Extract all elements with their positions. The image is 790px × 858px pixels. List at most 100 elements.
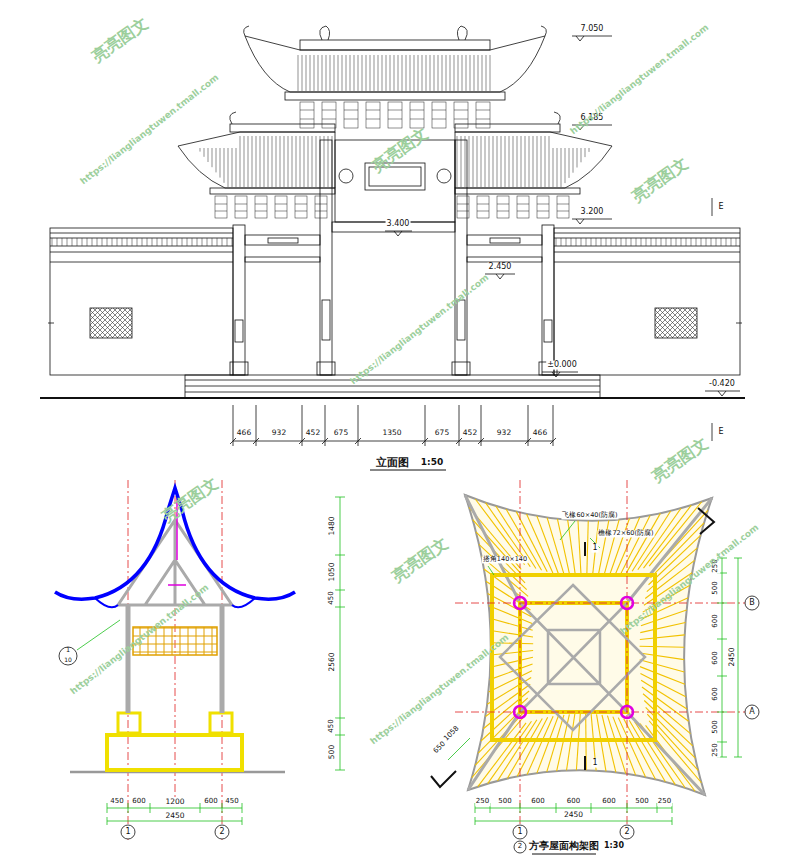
drawing-line — [589, 148, 590, 152]
drawing-line — [606, 238, 607, 246]
drawing-line — [275, 211, 287, 212]
drawing-line — [626, 238, 627, 246]
drawing-line — [490, 618, 533, 630]
watermark: https://liangliangtuwen.tmall.com — [569, 23, 711, 137]
dimension-text: 2450 — [728, 646, 736, 667]
drawing-line — [426, 55, 427, 91]
dimension-text: E — [717, 428, 724, 437]
drawing-line — [561, 148, 562, 187]
drawing-line — [640, 635, 685, 640]
drawing-line — [602, 715, 616, 772]
drawing-line — [235, 204, 247, 205]
dimension-text: 2450 — [164, 812, 185, 820]
drawing-line — [177, 238, 178, 246]
drawing-line — [222, 238, 223, 246]
drawing-line — [671, 238, 672, 246]
dimension-text: 2.450 — [488, 263, 513, 272]
drawing-line — [641, 238, 642, 246]
drawing-line — [232, 148, 233, 187]
drawing-line — [382, 55, 383, 91]
drawing-title: 1:30 — [604, 842, 624, 851]
drawing-line — [666, 238, 667, 246]
drawing-line — [457, 204, 469, 205]
drawing-line — [640, 673, 685, 696]
drawing-line — [527, 716, 553, 774]
dimension-text: 600 — [131, 798, 146, 806]
drawing-line — [77, 238, 78, 246]
gate-elevation — [40, 26, 745, 470]
drawing-line — [216, 148, 217, 172]
drawing-line — [295, 211, 307, 212]
drawing-line — [498, 720, 537, 781]
drawing-line — [577, 148, 578, 168]
dimension-text: 600 — [203, 798, 218, 806]
drawing-line — [344, 110, 358, 111]
bracket-set — [366, 102, 380, 128]
dimension-text: 600 — [601, 798, 616, 806]
dimension-text: 600 — [712, 686, 720, 701]
bracket-set — [537, 196, 549, 218]
axis-label: 1 — [66, 647, 70, 654]
drawing-line — [513, 136, 514, 187]
drawing-line — [566, 238, 567, 246]
dimension-text: 檐椽72×60(防腐) — [597, 530, 654, 537]
drawing-line — [398, 55, 399, 91]
drawing-line — [272, 136, 273, 187]
axis-label: A — [749, 708, 754, 717]
drawing-line — [571, 238, 572, 246]
drawing-line — [122, 238, 123, 246]
drawing-line — [102, 238, 103, 246]
drawing-line — [142, 238, 143, 246]
drawing-line — [418, 55, 419, 91]
dimension-text: 675 — [434, 429, 450, 437]
drawing-line — [107, 238, 108, 246]
drawing-title: 方亭屋面构架图 — [529, 841, 599, 851]
drawing-line — [565, 148, 566, 183]
drawing-line — [330, 55, 331, 91]
drawing-line — [312, 136, 313, 187]
drawing-line — [681, 238, 682, 246]
dimension-text: 450 — [328, 718, 336, 733]
drawing-line — [430, 55, 431, 91]
drawing-line — [462, 55, 463, 91]
drawing-line — [529, 136, 530, 187]
drawing-line — [501, 136, 502, 187]
drawing-line — [533, 136, 534, 187]
dimension-text: 500 — [328, 744, 336, 760]
drawing-line — [604, 520, 619, 576]
drawing-line — [324, 136, 325, 187]
drawing-line — [573, 148, 574, 173]
drawing-line — [598, 520, 609, 576]
drawing-line — [505, 136, 506, 187]
drawing-line — [581, 148, 582, 162]
drawing-line — [300, 110, 314, 111]
drawing-line — [517, 204, 529, 205]
drawing-line — [207, 238, 208, 246]
drawing-line — [217, 238, 218, 246]
dimension-text: 1350 — [381, 429, 402, 437]
axis-label: 2 — [624, 828, 629, 837]
drawing-line — [304, 136, 305, 187]
dimension-text: 452 — [462, 429, 478, 437]
drawing-line — [596, 238, 597, 246]
drawing-line — [591, 238, 592, 246]
bracket-set — [497, 196, 509, 218]
drawing-line — [157, 238, 158, 246]
drawing-line — [686, 238, 687, 246]
axis-label: 2 — [219, 828, 224, 837]
dimension-text: 1050 — [328, 561, 336, 582]
drawing-line — [72, 238, 73, 246]
dimension-text: 飞椽60×40(防腐) — [561, 512, 618, 519]
drawing-line — [509, 136, 510, 187]
drawing-line — [394, 55, 395, 91]
drawing-line — [474, 55, 475, 91]
drawing-line — [318, 55, 319, 91]
drawing-line — [147, 238, 148, 246]
drawing-line — [470, 55, 471, 91]
dimension-text: 600 — [712, 650, 720, 665]
drawing-line — [192, 238, 193, 246]
dimension-text: 932 — [271, 429, 287, 437]
bracket-set — [275, 196, 287, 218]
drawing-line — [52, 238, 53, 246]
